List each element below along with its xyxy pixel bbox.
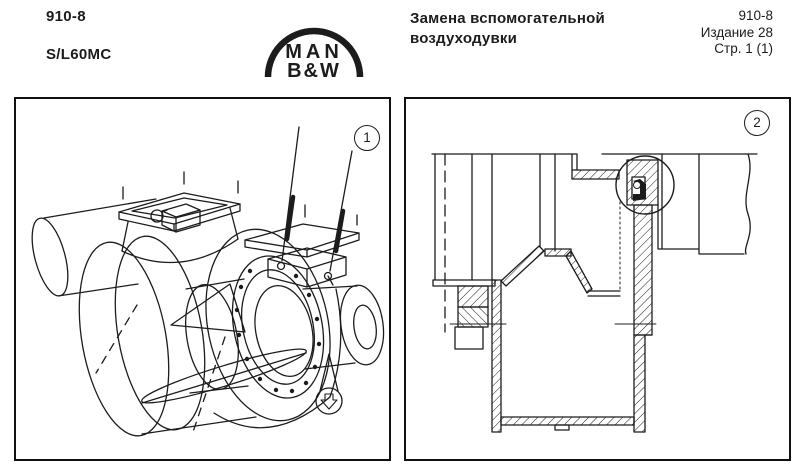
logo-arch bbox=[268, 31, 360, 77]
blower-isometric-drawing bbox=[16, 99, 389, 459]
doc-number: 910-8 bbox=[46, 8, 86, 25]
page-title-line2: воздуходувки bbox=[410, 30, 518, 47]
figure-1-panel: 1 bbox=[14, 97, 391, 461]
lower-arrow-icon bbox=[321, 394, 337, 409]
man-bw-logo: MAN B&W bbox=[258, 6, 370, 88]
duct-section-drawing bbox=[406, 99, 789, 459]
logo-text-man: MAN bbox=[285, 41, 343, 63]
edition-label: Издание 28 bbox=[700, 24, 773, 40]
page-number: Стр. 1 (1) bbox=[714, 41, 773, 56]
man-bw-logo-graphic: MAN B&W bbox=[258, 6, 370, 82]
page-reference: 910-8 Издание 28 Стр. 1 (1) bbox=[701, 8, 773, 58]
figure-2-badge: 2 bbox=[744, 110, 770, 136]
page-title-line1: Замена вспомогательной bbox=[410, 10, 605, 27]
logo-text-bw: B&W bbox=[287, 60, 341, 82]
figure-2-panel: 2 bbox=[404, 97, 791, 461]
detail-circle bbox=[616, 156, 674, 214]
page-title: Замена вспомогательной воздуходувки bbox=[410, 9, 605, 49]
engine-model: S/L60MC bbox=[46, 46, 112, 63]
flange-bolt-circle bbox=[234, 268, 322, 394]
figure-1-badge: 1 bbox=[354, 125, 380, 151]
seal-detail bbox=[633, 179, 646, 201]
ref-number: 910-8 bbox=[738, 8, 773, 23]
